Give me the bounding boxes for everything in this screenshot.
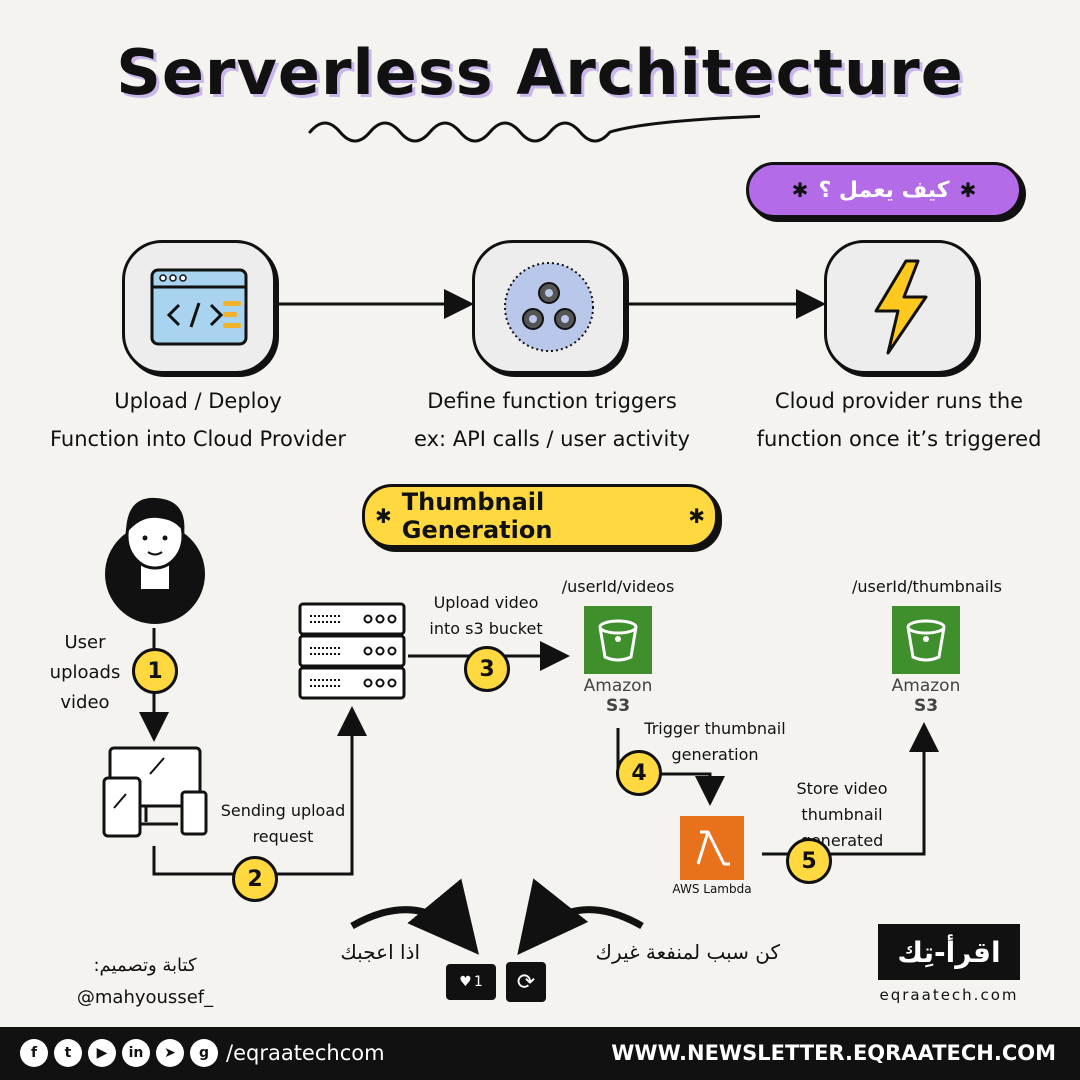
how-it-works-badge: ✱ كيف يعمل ؟ ✱ <box>746 162 1022 218</box>
trigger-caption: Define function triggers ex: API calls /… <box>382 382 722 458</box>
bucket-icon <box>598 619 638 662</box>
trigger-step-box <box>472 240 626 374</box>
server-icon <box>298 602 406 700</box>
brand-logo-text: اقرأ-تِك <box>897 935 1001 969</box>
like-button[interactable]: ♥ 1 <box>446 964 496 1000</box>
author-block: كتابة وتصميم: @mahyoussef_ <box>60 950 230 1014</box>
thumbnail-generation-label: Thumbnail Generation <box>401 488 553 544</box>
page-title: Serverless Architecture <box>116 36 964 109</box>
s3-thumbnails-name: Amazon <box>891 676 961 696</box>
thumbnails-path-label: /userId/thumbnails <box>851 577 1003 596</box>
cta-right-text: كن سبب لمنفعة غيرك <box>595 940 780 964</box>
footer-bar: f t ▶ in ➤ g /eqraatechcom WWW.NEWSLETTE… <box>0 1027 1080 1080</box>
step-3-caption-line2: into s3 bucket <box>429 619 543 638</box>
asterisk-icon: ✱ <box>375 504 392 528</box>
user-avatar-icon <box>105 497 205 624</box>
step-2-caption-line2: request <box>252 827 314 846</box>
step-5-caption-line1: Store video <box>796 779 888 798</box>
step-3-badge: 3 <box>464 646 510 692</box>
gears-icon <box>504 262 594 352</box>
author-label: كتابة وتصميم: <box>93 955 197 976</box>
lightning-icon <box>874 259 928 355</box>
lambda-label: AWS Lambda <box>672 882 752 896</box>
user-caption-line2: uploads <box>49 662 121 683</box>
deploy-caption: Upload / Deploy Function into Cloud Prov… <box>20 382 376 458</box>
run-step-box <box>824 240 978 374</box>
run-caption-line2: function once it’s triggered <box>756 427 1042 451</box>
repost-button[interactable]: ⟳ <box>506 962 546 1002</box>
cta-left-text: اذا اعجبك <box>340 940 420 964</box>
linkedin-icon[interactable]: in <box>122 1039 150 1067</box>
github-icon[interactable]: g <box>190 1039 218 1067</box>
step-4-caption-line1: Trigger thumbnail <box>644 719 786 738</box>
brand-logo: اقرأ-تِك <box>878 924 1020 980</box>
newsletter-url[interactable]: WWW.NEWSLETTER.EQRAATECH.COM <box>611 1041 1056 1065</box>
title-underline-squiggle <box>308 114 760 143</box>
deploy-step-box <box>122 240 276 374</box>
deploy-caption-line1: Upload / Deploy <box>114 389 282 413</box>
repost-icon: ⟳ <box>516 969 536 995</box>
asterisk-icon: ✱ <box>959 178 977 202</box>
heart-icon: ♥ <box>459 974 472 990</box>
videos-path-label: /userId/videos <box>561 577 675 596</box>
devices-icon <box>102 746 208 838</box>
s3-thumbnails-icon <box>892 606 960 674</box>
thumbnail-generation-badge: ✱ Thumbnail Generation ✱ <box>362 484 718 548</box>
asterisk-icon: ✱ <box>688 504 705 528</box>
bucket-icon <box>906 619 946 662</box>
trigger-caption-line2: ex: API calls / user activity <box>414 427 690 451</box>
run-caption: Cloud provider runs the function once it… <box>734 382 1064 458</box>
run-caption-line1: Cloud provider runs the <box>774 389 1024 413</box>
step-4-caption-line2: generation <box>671 745 759 764</box>
like-count: 1 <box>473 974 483 990</box>
step-3-caption-line1: Upload video <box>433 593 539 612</box>
step-1-badge: 1 <box>132 648 178 694</box>
lambda-icon <box>680 816 744 880</box>
s3-videos-label: Amazon S3 <box>568 676 668 716</box>
step-4-caption: Trigger thumbnail generation <box>640 716 790 768</box>
step-5-caption: Store video thumbnail generated <box>762 776 922 854</box>
s3-videos-icon <box>584 606 652 674</box>
step-5-caption-line2: thumbnail generated <box>800 805 884 850</box>
s3-videos-sub: S3 <box>605 696 631 716</box>
user-uploads-caption: User uploads video <box>40 628 130 718</box>
asterisk-icon: ✱ <box>791 178 809 202</box>
trigger-caption-line1: Define function triggers <box>427 389 677 413</box>
how-it-works-label: كيف يعمل ؟ <box>818 177 950 203</box>
youtube-icon[interactable]: ▶ <box>88 1039 116 1067</box>
twitter-icon[interactable]: t <box>54 1039 82 1067</box>
step-2-caption-line1: Sending upload <box>220 801 346 820</box>
footer-handle: /eqraatechcom <box>226 1041 385 1065</box>
s3-videos-name: Amazon <box>583 676 653 696</box>
step-5-badge: 5 <box>786 838 832 884</box>
user-caption-line3: video <box>60 692 110 713</box>
author-handle: @mahyoussef_ <box>76 987 214 1008</box>
s3-thumbnails-label: Amazon S3 <box>876 676 976 716</box>
step-4-badge: 4 <box>616 750 662 796</box>
step-3-caption: Upload video into s3 bucket <box>416 590 556 642</box>
brand-domain: eqraatech.com <box>879 986 1019 1004</box>
telegram-icon[interactable]: ➤ <box>156 1039 184 1067</box>
code-window-icon <box>150 268 248 346</box>
step-2-badge: 2 <box>232 856 278 902</box>
step-2-caption: Sending upload request <box>218 798 348 850</box>
deploy-caption-line2: Function into Cloud Provider <box>49 427 347 451</box>
lambda-symbol-icon <box>696 830 730 866</box>
social-links: f t ▶ in ➤ g /eqraatechcom <box>20 1039 385 1067</box>
user-caption-line1: User <box>64 632 106 653</box>
facebook-icon[interactable]: f <box>20 1039 48 1067</box>
s3-thumbnails-sub: S3 <box>913 696 939 716</box>
